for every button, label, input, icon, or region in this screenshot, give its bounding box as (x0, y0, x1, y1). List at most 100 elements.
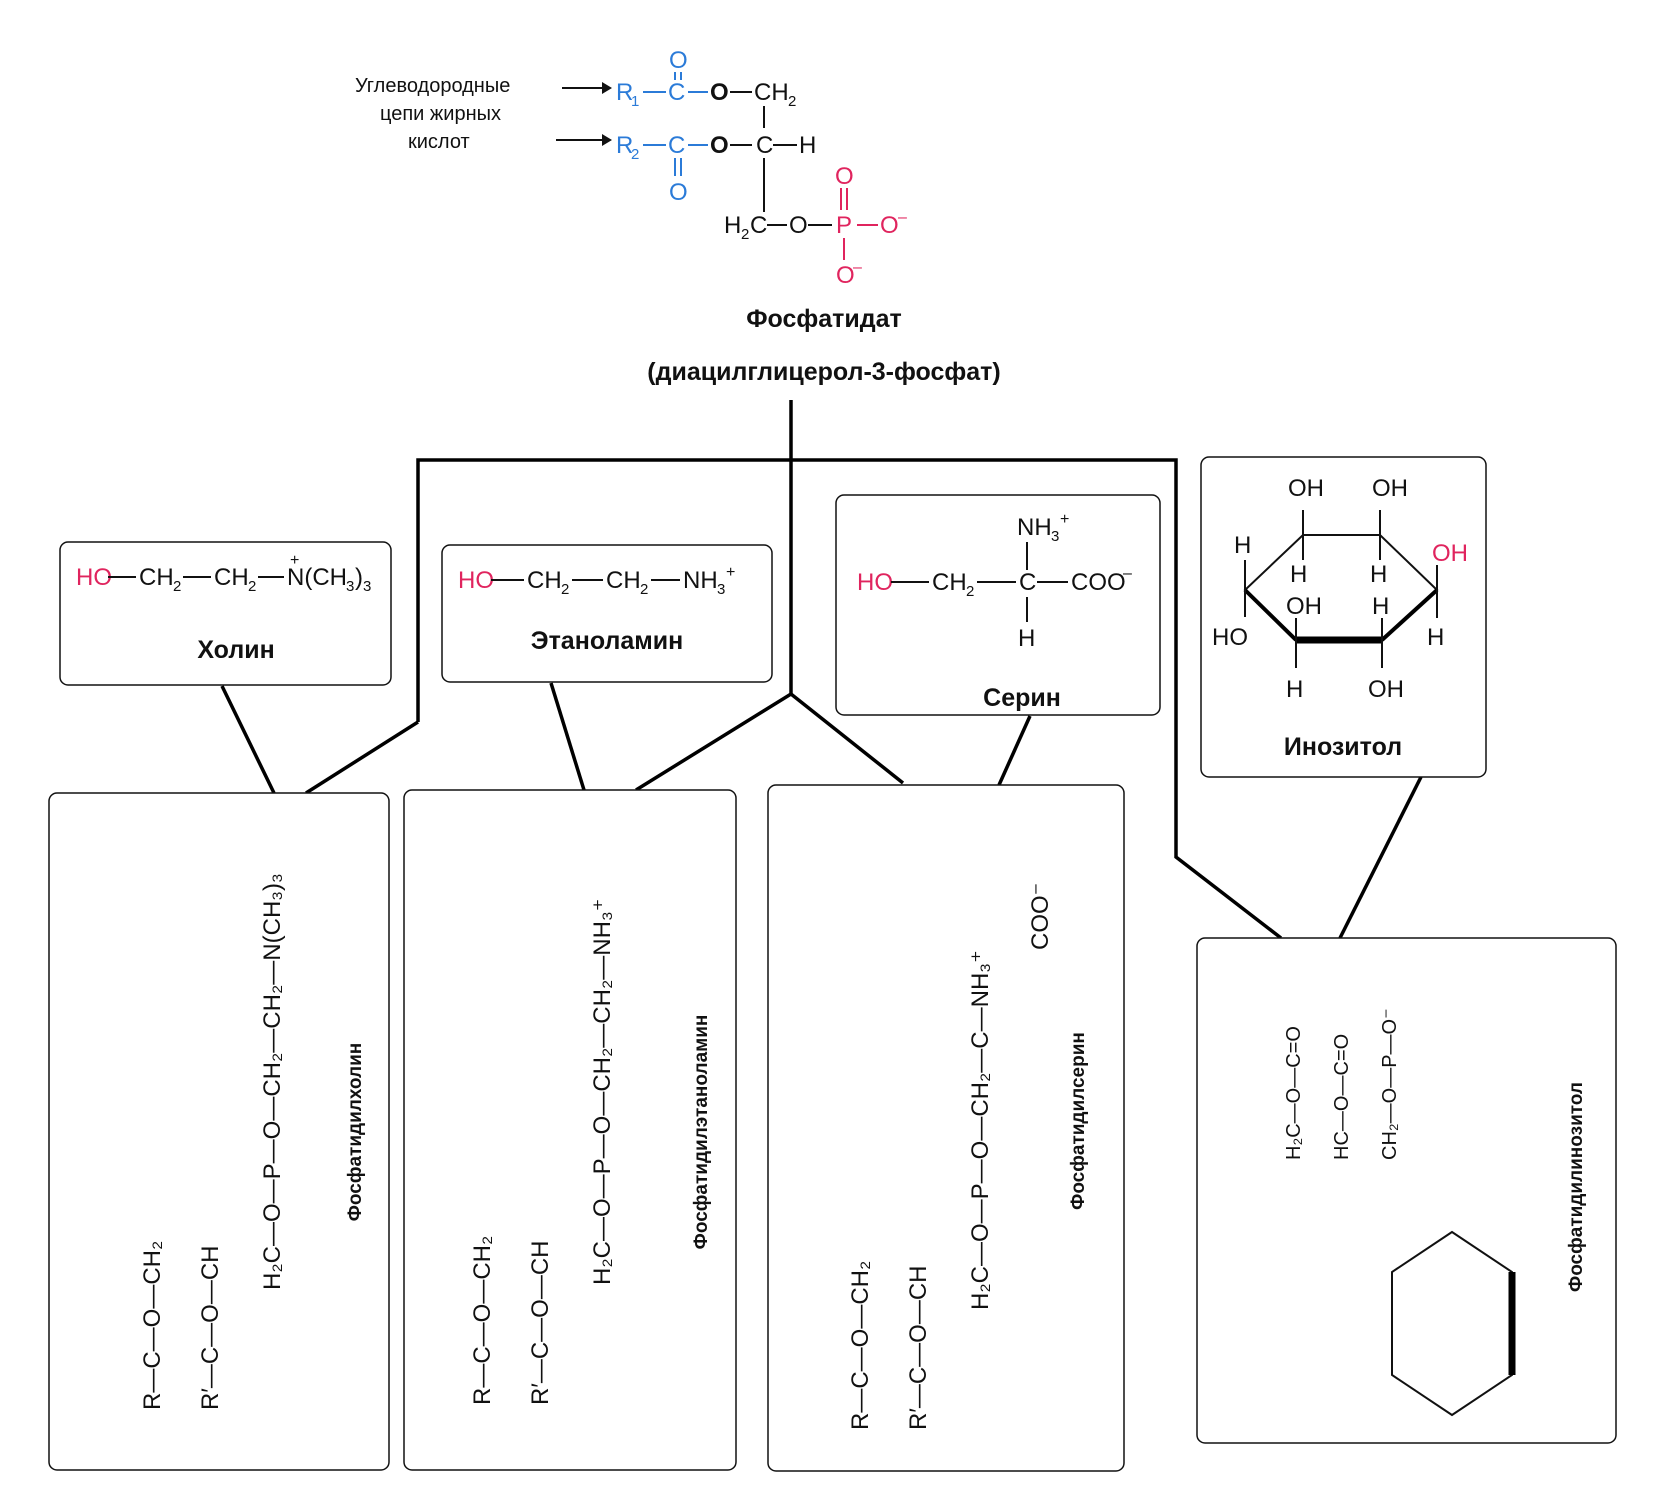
svg-text:H: H (1286, 676, 1303, 703)
phosphatidylserine-label: Фосфатидилсерин (1068, 1032, 1089, 1210)
svg-text:CH₂—O—P—O⁻: CH₂—O—P—O⁻ (1379, 1008, 1401, 1160)
svg-text:OH: OH (1368, 676, 1404, 703)
svg-text:R—C—O—CH₂: R—C—O—CH₂ (469, 1236, 496, 1405)
svg-text:CH: CH (527, 567, 562, 594)
svg-text:C: C (750, 212, 767, 239)
svg-text:H₂C—O—P—O—CH₂—CH₂—NH₃⁺: H₂C—O—P—O—CH₂—CH₂—NH₃⁺ (589, 899, 616, 1285)
svg-text:OH: OH (1372, 475, 1408, 502)
product-phosphatidylserine: R—C—O—CH₂ R′—C—O—CH H₂C—O—P—O—CH₂—C—NH₃⁺… (767, 784, 1125, 1472)
phosphatidylcholine-label: Фосфатидилхолин (345, 1043, 366, 1222)
svg-text:2: 2 (248, 578, 256, 595)
svg-text:–: – (853, 259, 862, 276)
ethanolamine-label: Этаноламин (531, 627, 683, 655)
svg-text:H₂C—O—C=O: H₂C—O—C=O (1283, 1026, 1305, 1160)
svg-text:HO: HO (857, 569, 893, 596)
product-phosphatidylcholine: R—C—O—CH₂ R′—C—O—CH H₂C—O—P—O—CH₂—CH₂—N(… (48, 792, 390, 1471)
svg-text:HO: HO (458, 567, 494, 594)
svg-text:P: P (836, 212, 852, 239)
svg-text:C: C (668, 79, 685, 106)
svg-text:R: R (616, 79, 633, 106)
svg-text:CH: CH (139, 564, 174, 591)
phosphatidate-subtitle: (диацилглицерол-3-фосфат) (647, 358, 1001, 386)
svg-text:R—C—O—CH₂: R—C—O—CH₂ (139, 1241, 166, 1410)
annotation-line-3: кислот (408, 131, 470, 153)
svg-text:2: 2 (966, 583, 974, 600)
svg-text:2: 2 (741, 226, 749, 243)
svg-text:H: H (1234, 532, 1251, 559)
svg-text:): ) (355, 564, 363, 591)
svg-text:C: C (668, 132, 685, 159)
svg-text:+: + (290, 552, 299, 569)
annotation-line-1: Углеводородные (355, 75, 510, 97)
svg-text:O: O (669, 179, 688, 206)
svg-text:2: 2 (788, 93, 796, 110)
svg-text:O: O (710, 79, 729, 106)
svg-text:3: 3 (1051, 528, 1059, 545)
svg-text:H₂C—O—P—O—CH₂—CH₂—N(CH₃)₃: H₂C—O—P—O—CH₂—CH₂—N(CH₃)₃ (259, 873, 286, 1290)
svg-text:2: 2 (561, 581, 569, 598)
phosphatidate-title: Фосфатидат (746, 305, 902, 333)
svg-text:NH: NH (1017, 514, 1052, 541)
svg-text:N(CH: N(CH (287, 564, 347, 591)
svg-text:O: O (835, 163, 854, 190)
svg-text:1: 1 (631, 93, 639, 110)
product-phosphatidylethanolamine: R—C—O—CH₂ R′—C—O—CH H₂C—O—P—O—CH₂—CH₂—NH… (403, 789, 737, 1471)
phosphatidylinositol-label: Фосфатидилинозитол (1566, 1082, 1587, 1292)
svg-text:CH: CH (754, 79, 789, 106)
svg-text:H: H (1018, 625, 1035, 652)
svg-text:H₂C—O—P—O—CH₂—C—NH₃⁺: H₂C—O—P—O—CH₂—C—NH₃⁺ (967, 950, 994, 1310)
svg-text:R—C—O—CH₂: R—C—O—CH₂ (847, 1261, 874, 1430)
choline-label: Холин (197, 636, 274, 664)
connector-lines (220, 400, 1423, 940)
svg-text:H: H (799, 132, 816, 159)
annotation-line-2: цепи жирных (380, 103, 501, 125)
phosphatidate-structure: Углеводородные цепи жирных кислот R1 C O… (355, 47, 1001, 386)
svg-text:R: R (616, 132, 633, 159)
svg-text:3: 3 (346, 578, 354, 595)
svg-text:R′—C—O—CH: R′—C—O—CH (905, 1266, 932, 1431)
svg-text:CH: CH (606, 567, 641, 594)
svg-text:H: H (1370, 561, 1387, 588)
svg-text:CH: CH (932, 569, 967, 596)
svg-text:+: + (726, 564, 735, 581)
svg-text:–: – (898, 209, 907, 226)
svg-text:2: 2 (631, 146, 639, 163)
svg-text:O: O (880, 212, 899, 239)
svg-text:OH: OH (1286, 593, 1322, 620)
serine-label: Серин (983, 684, 1061, 712)
svg-text:H: H (1372, 593, 1389, 620)
svg-text:COO⁻: COO⁻ (1027, 883, 1054, 950)
svg-text:O: O (836, 262, 855, 289)
svg-text:R′—C—O—CH: R′—C—O—CH (197, 1246, 224, 1411)
svg-text:2: 2 (640, 581, 648, 598)
svg-text:R′—C—O—CH: R′—C—O—CH (527, 1241, 554, 1406)
svg-text:O: O (669, 47, 688, 74)
svg-text:+: + (1060, 511, 1069, 528)
svg-text:2: 2 (173, 578, 181, 595)
svg-text:C: C (756, 132, 773, 159)
inositol-label: Инозитол (1284, 733, 1402, 761)
phosphatidylethanolamine-label: Фосфатидилэтаноламин (691, 1015, 712, 1250)
svg-text:OH: OH (1432, 540, 1468, 567)
svg-text:HO: HO (1212, 624, 1248, 651)
product-phosphatidylinositol: H₂C—O—C=O HC—O—C=O CH₂—O—P—O⁻ Фосфатидил… (1196, 937, 1617, 1444)
svg-text:HO: HO (76, 564, 112, 591)
svg-text:O: O (710, 132, 729, 159)
svg-text:H: H (724, 212, 741, 239)
head-group-inositol: OH OH H H H OH OH H HO H H OH Инозитол (1200, 456, 1487, 778)
svg-text:COO: COO (1071, 569, 1126, 596)
svg-text:H: H (1427, 624, 1444, 651)
svg-text:3: 3 (363, 578, 371, 595)
svg-text:–: – (1123, 565, 1132, 582)
svg-text:NH: NH (683, 567, 718, 594)
svg-text:C: C (1019, 569, 1036, 596)
svg-text:O: O (789, 212, 808, 239)
svg-text:H: H (1290, 561, 1307, 588)
svg-text:CH: CH (214, 564, 249, 591)
svg-text:HC—O—C=O: HC—O—C=O (1331, 1034, 1353, 1160)
svg-text:OH: OH (1288, 475, 1324, 502)
